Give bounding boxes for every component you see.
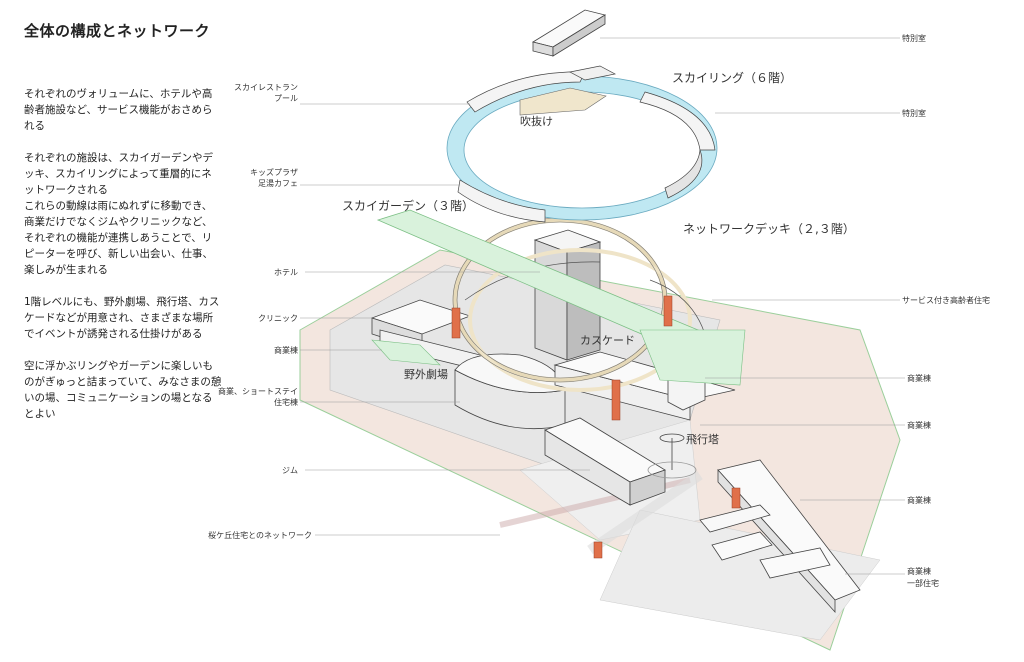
callout-commercial: 商業棟 bbox=[274, 345, 298, 355]
paragraph-3: これらの動線は雨にぬれずに移動でき、商業だけでなくジムやクリニックなど、それぞれ… bbox=[24, 200, 213, 276]
label-fukinuke: 吹抜け bbox=[520, 114, 553, 128]
accent-pillars bbox=[451, 295, 741, 559]
sky-ring bbox=[446, 65, 718, 223]
paragraph-2: それぞれの施設は、スカイガーデンやデッキ、スカイリングによって重層的にネットワー… bbox=[24, 152, 213, 196]
callout-foot-bath-cafe: 足湯カフェ bbox=[258, 178, 298, 188]
callout-hotel: ホテル bbox=[274, 268, 298, 277]
label-outdoor-theater: 野外劇場 bbox=[404, 367, 448, 381]
callout-senior-housing: サービス付き高齢者住宅 bbox=[902, 295, 990, 305]
label-cascade: カスケード bbox=[580, 334, 635, 347]
label-sky-garden: スカイガーデン（３階） bbox=[342, 198, 474, 213]
callout-commercial-1: 商業棟 bbox=[907, 373, 931, 383]
callout-gym: ジム bbox=[282, 466, 298, 475]
callout-special-room-1: 特別室 bbox=[902, 33, 926, 43]
page-title: 全体の構成とネットワーク bbox=[24, 22, 211, 40]
callout-kids-plaza: キッズプラザ bbox=[250, 167, 298, 177]
description: それぞれのヴォリュームに、ホテルや高齢者施設など、サービス機能がおさめられる そ… bbox=[24, 86, 222, 438]
callout-clinic: クリニック bbox=[258, 314, 298, 323]
paragraph-5: 空に浮かぶリングやガーデンに楽しいものがぎゅっと詰まっていて、みなさまの憩いの場… bbox=[24, 360, 222, 420]
label-network-deck: ネットワークデッキ（２,３階） bbox=[683, 221, 855, 236]
flying-tower bbox=[647, 433, 697, 479]
callout-commercial-3: 商業棟 bbox=[907, 495, 931, 505]
callout-housing: 住宅棟 bbox=[274, 397, 298, 407]
paragraph-4: 1階レベルにも、野外劇場、飛行塔、カスケードなどが用意され、さまざまな場所でイベ… bbox=[24, 296, 220, 340]
right-leader-lines bbox=[600, 37, 905, 575]
callout-commercial-4: 商業棟 bbox=[907, 566, 931, 576]
label-sky-ring: スカイリング（６階） bbox=[672, 70, 792, 85]
callout-sakuragaoka: 桜ケ丘住宅とのネットワーク bbox=[208, 530, 312, 540]
buildings bbox=[370, 299, 861, 614]
callout-special-room-2: 特別室 bbox=[902, 108, 926, 118]
callout-partial-housing: 一部住宅 bbox=[907, 578, 939, 588]
callout-sky-restaurant: スカイレストラン bbox=[234, 83, 298, 92]
label-flying-tower: 飛行塔 bbox=[686, 433, 719, 446]
paragraph-1: それぞれのヴォリュームに、ホテルや高齢者施設など、サービス機能がおさめられる bbox=[24, 88, 213, 132]
left-leader-lines bbox=[300, 103, 590, 536]
sky-garden bbox=[371, 209, 746, 386]
callout-commercial-2: 商業棟 bbox=[907, 420, 931, 430]
callout-pool: プール bbox=[274, 94, 298, 103]
callout-short-stay: 商業、ショートステイ bbox=[218, 386, 298, 396]
special-room-slab bbox=[531, 9, 607, 57]
